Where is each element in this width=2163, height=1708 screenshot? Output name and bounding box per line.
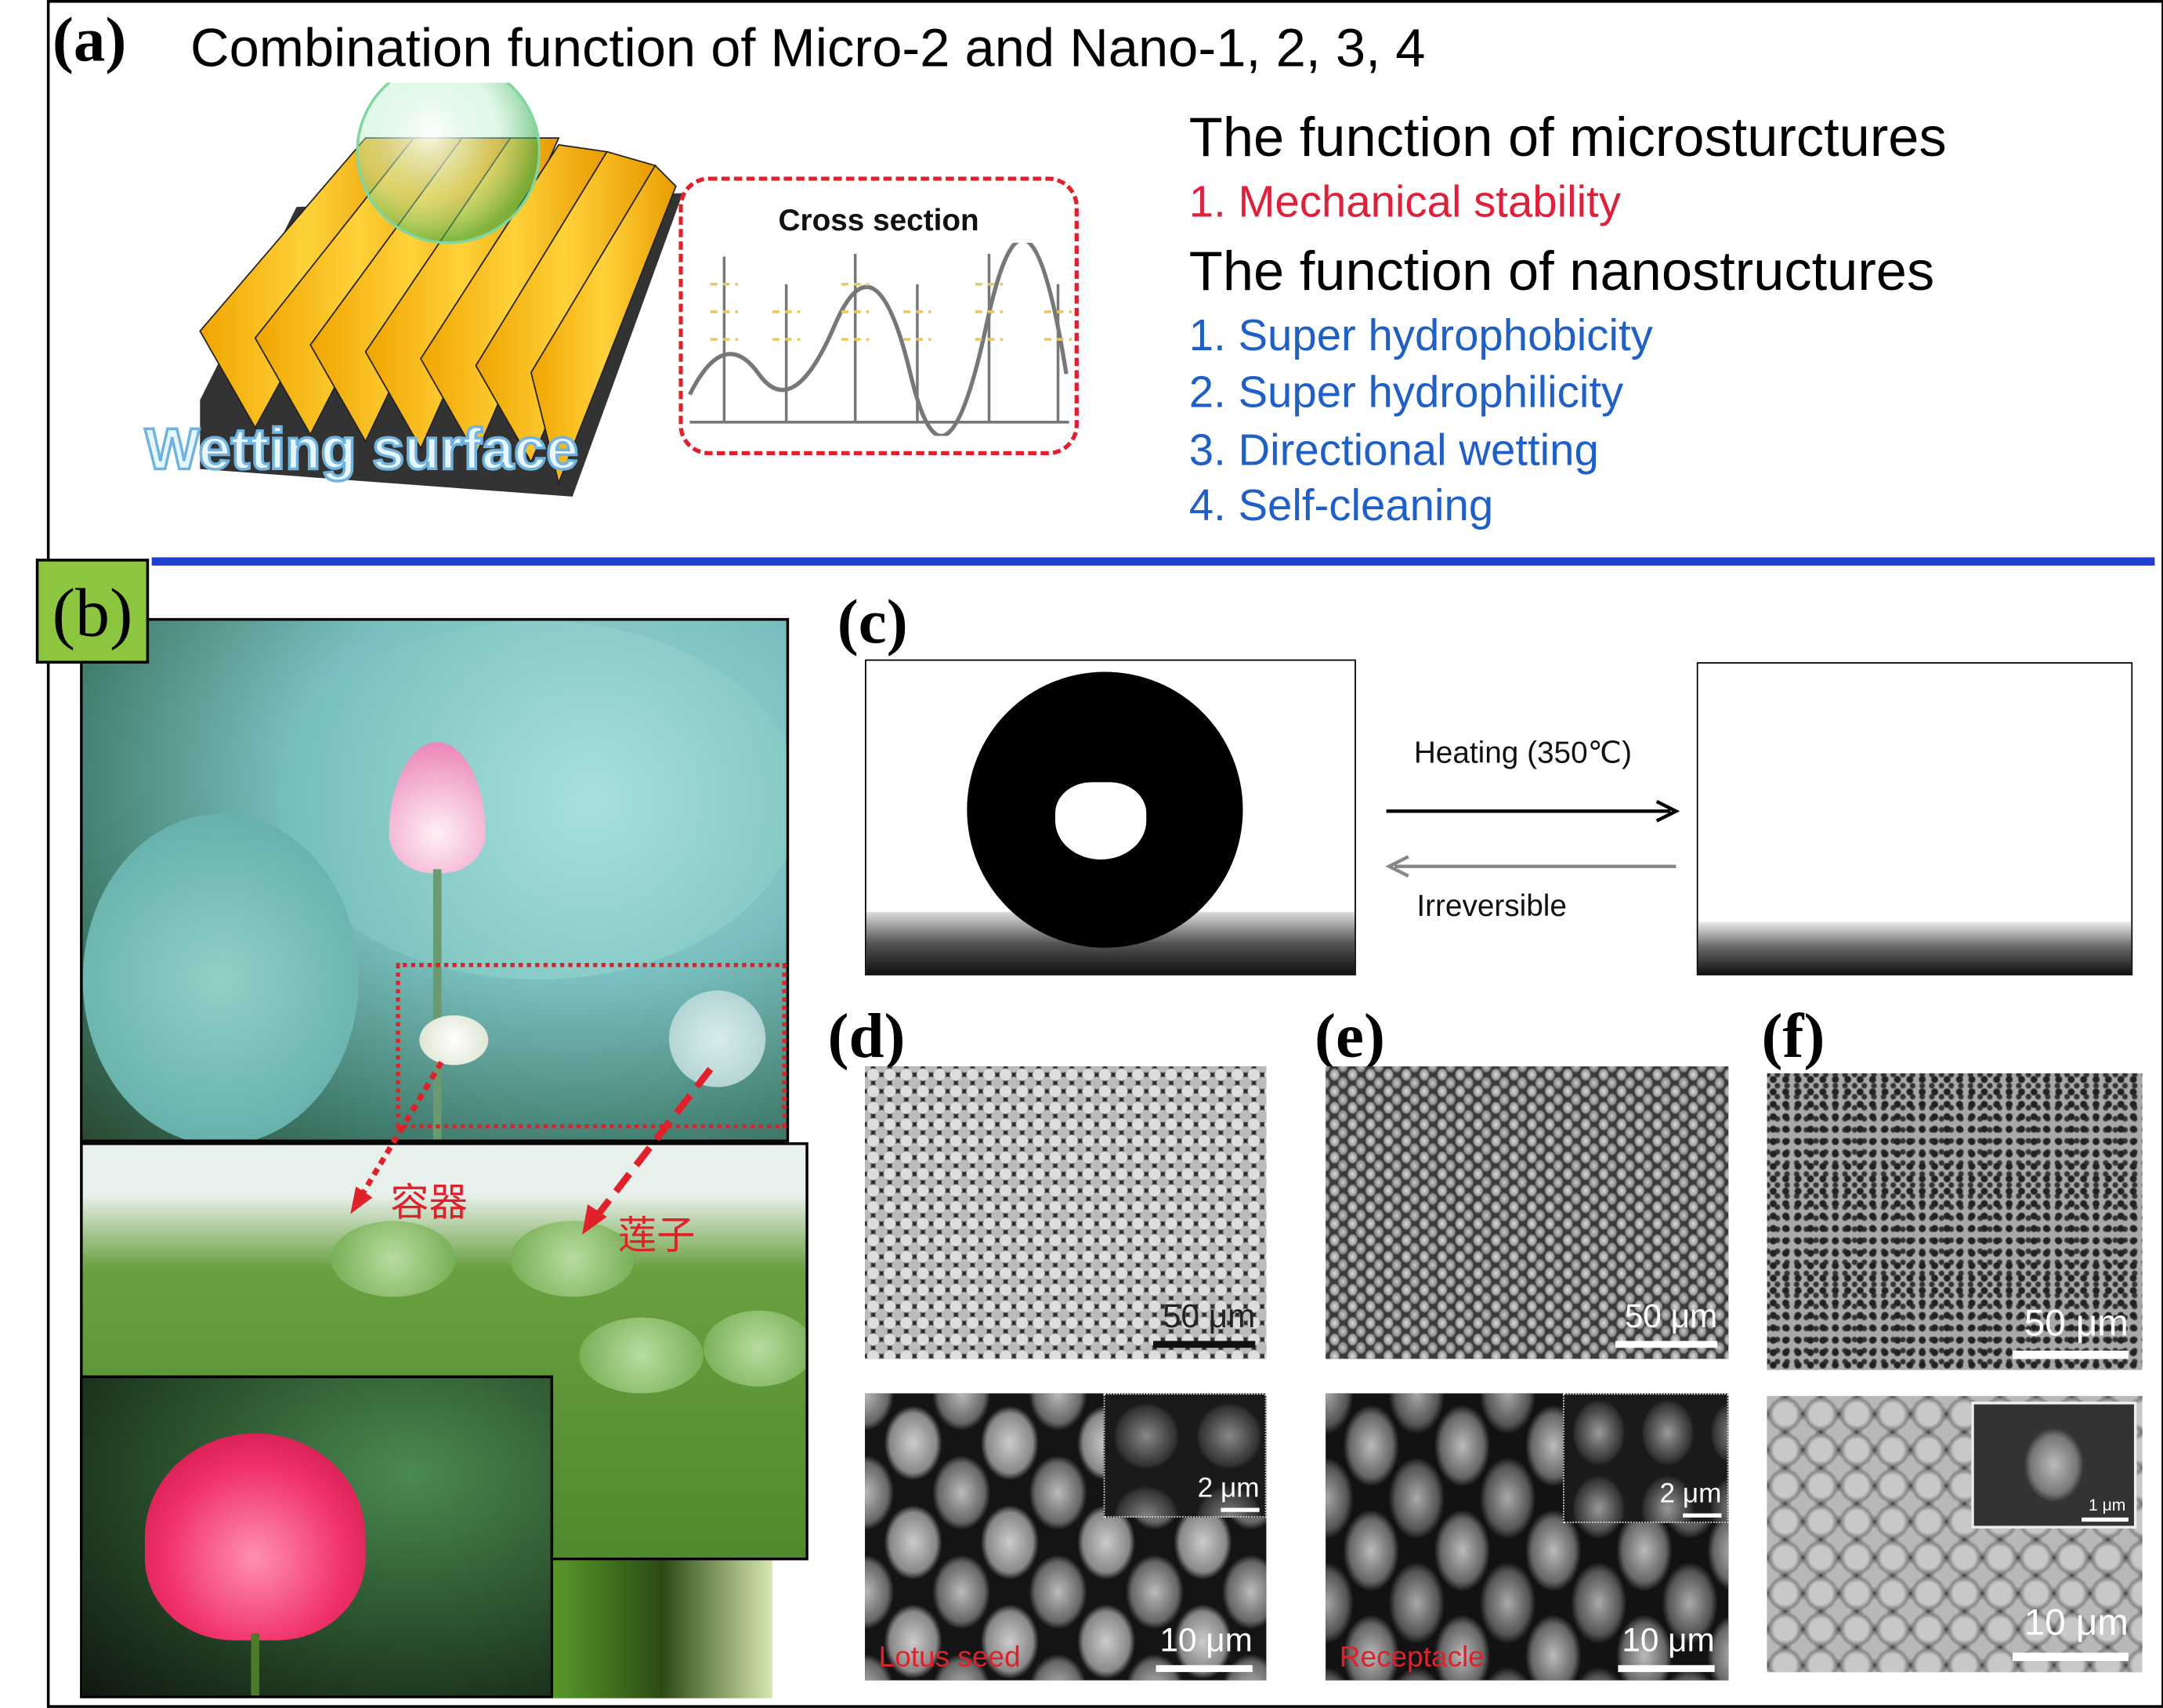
heating-label: Heating (350℃)	[1413, 735, 1633, 770]
nano-item: 2. Super hydrophilicity	[1188, 367, 1624, 417]
panel-f-label: (f)	[1761, 1000, 1825, 1071]
heating-arrow	[1385, 800, 1680, 878]
lotus-photo	[80, 617, 790, 1142]
section-divider	[151, 557, 2155, 566]
scale-bar	[1615, 1341, 1718, 1348]
inset-scale-bar	[1683, 1513, 1722, 1518]
water-droplet	[356, 82, 541, 244]
cross-section-diagram	[688, 242, 1072, 436]
wetting-surface-illustration	[199, 82, 683, 497]
scale-bar	[1156, 1665, 1253, 1673]
sem-lotus-seed-high-mag: 2 μm Lotus seed 10 μm	[865, 1393, 1267, 1681]
pink-lotus-photo	[80, 1375, 554, 1699]
scale-label: 10 μm	[2024, 1601, 2129, 1644]
sem-receptacle-high-mag: 2 μm Receptacle 10 μm	[1326, 1393, 1729, 1681]
leaf-strip	[552, 1560, 773, 1699]
panel-b-label: (b)	[35, 559, 150, 664]
nano-item: 4. Self-cleaning	[1188, 479, 1494, 530]
sem-coating-low-mag: 50 μm	[1767, 1073, 2143, 1370]
frame-border	[46, 0, 2163, 1708]
nano-item: 1. Super hydrophobicity	[1188, 310, 1653, 360]
inset-scale-label: 2 μm	[1659, 1478, 1722, 1510]
scale-label: 50 μm	[2024, 1302, 2129, 1344]
micro-heading: The function of microsturctures	[1188, 107, 1947, 168]
inset-scale-bar	[2082, 1517, 2129, 1522]
cross-section-label: Cross section	[778, 202, 979, 237]
wetting-surface-caption: Wetting surface	[143, 415, 580, 483]
scale-label: 10 μm	[1159, 1622, 1253, 1660]
inset-image: 2 μm	[1103, 1393, 1267, 1518]
seed-pod	[419, 1015, 489, 1066]
panel-e-label: (e)	[1315, 1000, 1385, 1071]
lotus-stem	[432, 869, 442, 1140]
annotation-seed: 莲子	[617, 1212, 696, 1258]
irreversible-label: Irreversible	[1416, 888, 1567, 923]
seed-pod	[668, 990, 766, 1087]
panel-a-label: (a)	[52, 4, 127, 75]
inset-scale-label: 1 μm	[2088, 1495, 2126, 1515]
scale-bar	[2013, 1652, 2129, 1662]
lotus-flower	[144, 1433, 366, 1641]
inset-scale-bar	[1221, 1507, 1260, 1512]
scale-bar	[1153, 1341, 1256, 1348]
sem-coating-high-mag: 1 μm 10 μm	[1767, 1395, 2143, 1673]
seed-cup	[510, 1221, 635, 1297]
scale-bar	[1618, 1665, 1715, 1673]
panel-a-title: Combination function of Micro-2 and Nano…	[190, 19, 1426, 79]
panel-d-label: (d)	[827, 1000, 906, 1071]
panel-c-label: (c)	[837, 586, 908, 657]
seed-cup	[579, 1317, 704, 1394]
lotus-seed-caption: Lotus seed	[878, 1641, 1021, 1674]
zoom-region-marker	[396, 963, 787, 1129]
scale-label: 50 μm	[1163, 1297, 1256, 1336]
cross-section-box: Cross section	[678, 176, 1079, 456]
scale-label: 50 μm	[1624, 1297, 1718, 1336]
inset-image: 2 μm	[1562, 1393, 1729, 1523]
sem-receptacle-low-mag: 50 μm	[1326, 1066, 1729, 1359]
annotation-container: 容器	[390, 1179, 468, 1225]
annotation-arrows	[350, 1061, 714, 1235]
inset-scale-label: 2 μm	[1197, 1473, 1260, 1504]
seed-cup	[704, 1310, 806, 1387]
flower-stem	[251, 1633, 260, 1696]
scale-bar	[2013, 1350, 2129, 1359]
scale-label: 10 μm	[1622, 1622, 1715, 1660]
lotus-leaf	[82, 813, 359, 1140]
lotus-leaf	[276, 621, 787, 980]
substrate	[1698, 921, 2132, 975]
seed-cup	[331, 1221, 456, 1297]
micro-item: 1. Mechanical stability	[1188, 176, 1621, 226]
inset-image: 1 μm	[1971, 1401, 2137, 1529]
droplet-before-image	[865, 659, 1356, 975]
sem-lotus-seed-low-mag: 50 μm	[865, 1066, 1267, 1359]
receptacle-caption: Receptacle	[1339, 1641, 1485, 1674]
droplet-after-image	[1696, 662, 2133, 975]
nano-item: 3. Directional wetting	[1188, 425, 1599, 475]
nano-heading: The function of nanostructures	[1188, 241, 1935, 302]
droplet-highlight	[1055, 782, 1147, 859]
